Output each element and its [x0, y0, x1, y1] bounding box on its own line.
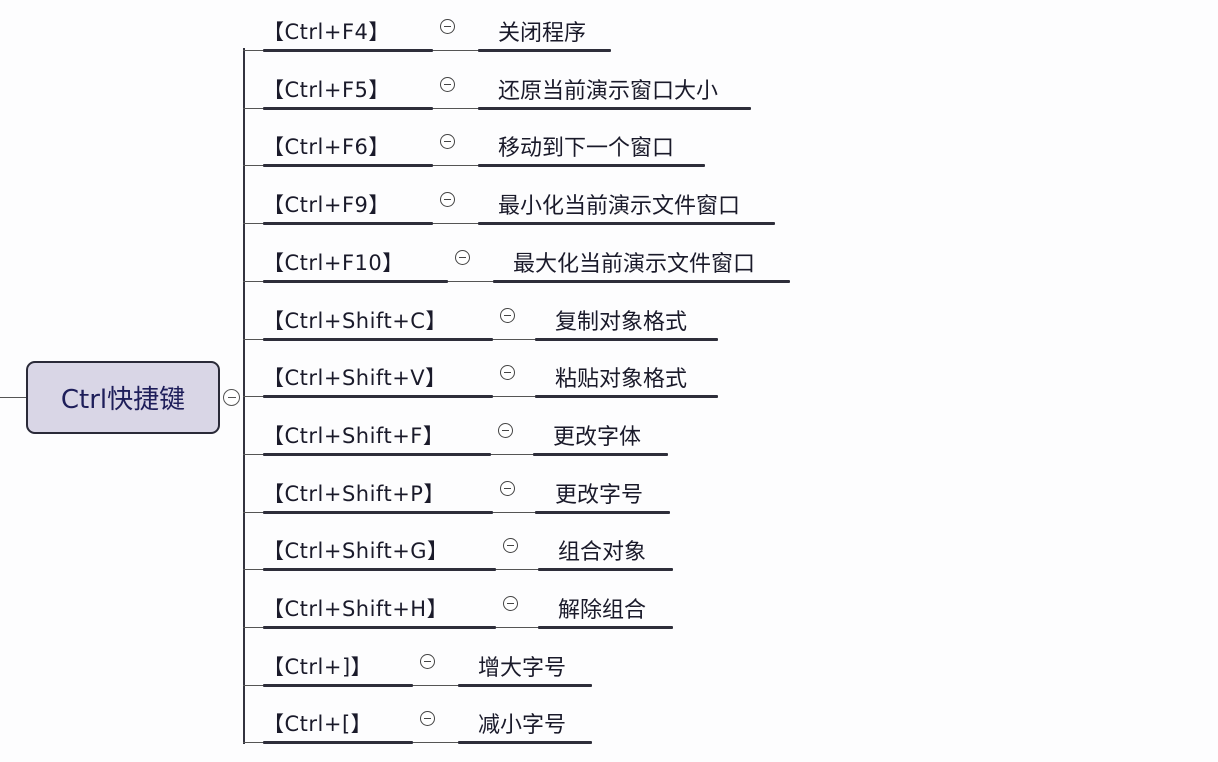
desc-underline — [535, 337, 718, 341]
branch-connector — [243, 338, 263, 340]
branch-connector — [243, 627, 263, 628]
root-collapse-icon[interactable] — [223, 389, 240, 406]
key-desc-connector — [493, 396, 547, 398]
key-desc-connector — [493, 338, 547, 340]
key-underline — [263, 279, 448, 283]
branch-connector — [243, 396, 263, 398]
key-desc-connector — [448, 280, 505, 282]
shortcut-key: 【Ctrl+Shift+P】 — [263, 481, 445, 506]
root-label: Ctrl快捷键 — [60, 385, 186, 415]
key-desc-connector — [493, 511, 547, 513]
shortcut-description: 更改字号 — [555, 482, 644, 508]
branch-connector — [243, 280, 263, 282]
shortcut-key: 【Ctrl+F5】 — [263, 77, 390, 102]
collapse-icon[interactable] — [500, 480, 515, 496]
shortcut-key: 【Ctrl+F9】 — [263, 193, 390, 218]
shortcut-description: 最大化当前演示文件窗口 — [513, 251, 756, 277]
shortcut-key: 【Ctrl+Shift+G】 — [263, 539, 449, 564]
shortcut-description: 关闭程序 — [498, 21, 587, 46]
key-desc-connector — [413, 684, 470, 686]
key-desc-connector — [433, 107, 490, 109]
shortcut-description: 粘贴对象格式 — [555, 367, 688, 393]
key-desc-connector — [413, 742, 470, 744]
desc-underline — [493, 279, 790, 283]
shortcut-description: 更改字体 — [553, 424, 642, 450]
key-underline — [263, 395, 493, 399]
key-desc-connector — [433, 50, 490, 51]
shortcut-key: 【Ctrl+Shift+C】 — [263, 308, 447, 333]
shortcut-key: 【Ctrl+]】 — [263, 654, 373, 679]
shortcut-key: 【Ctrl+F4】 — [263, 20, 390, 44]
desc-underline — [458, 741, 592, 745]
shortcut-description: 最小化当前演示文件窗口 — [498, 194, 741, 220]
desc-underline — [458, 683, 592, 687]
desc-underline — [535, 510, 670, 514]
key-desc-connector — [433, 165, 490, 167]
desc-underline — [535, 395, 718, 399]
key-underline — [263, 510, 493, 514]
shortcut-key: 【Ctrl+Shift+H】 — [263, 597, 449, 621]
desc-underline — [478, 222, 775, 226]
key-underline — [263, 106, 433, 110]
collapse-icon[interactable] — [440, 19, 455, 34]
key-underline — [263, 626, 496, 629]
collapse-icon[interactable] — [440, 134, 455, 150]
key-desc-connector — [496, 627, 550, 628]
branch-connector — [243, 165, 263, 167]
key-underline — [263, 222, 433, 226]
shortcut-key: 【Ctrl+F6】 — [263, 135, 390, 160]
key-underline — [263, 337, 493, 341]
shortcut-description: 减小字号 — [478, 713, 567, 739]
collapse-icon[interactable] — [440, 76, 455, 92]
branch-connector — [243, 50, 263, 51]
collapse-icon[interactable] — [455, 249, 470, 265]
branch-connector — [243, 453, 263, 455]
shortcut-key: 【Ctrl+Shift+V】 — [263, 366, 447, 391]
key-underline — [263, 49, 433, 52]
desc-underline — [538, 626, 673, 629]
key-underline — [263, 683, 413, 687]
shortcut-description: 解除组合 — [558, 598, 647, 623]
key-desc-connector — [496, 569, 550, 571]
shortcut-description: 增大字号 — [478, 655, 567, 681]
collapse-icon[interactable] — [503, 538, 518, 554]
shortcut-key: 【Ctrl+Shift+F】 — [263, 423, 445, 448]
key-underline — [263, 164, 433, 168]
collapse-icon[interactable] — [420, 653, 435, 669]
shortcut-key: 【Ctrl+F10】 — [263, 250, 404, 275]
collapse-icon[interactable] — [500, 365, 515, 381]
collapse-icon[interactable] — [498, 422, 513, 438]
shortcut-key: 【Ctrl+[】 — [263, 712, 373, 737]
desc-underline — [533, 452, 668, 456]
shortcut-description: 还原当前演示窗口大小 — [498, 78, 719, 104]
desc-underline — [478, 49, 611, 52]
shortcut-description: 组合对象 — [558, 540, 647, 566]
shortcut-description: 移动到下一个窗口 — [498, 136, 675, 162]
key-underline — [263, 741, 413, 745]
collapse-icon[interactable] — [440, 192, 455, 208]
branch-spine — [243, 48, 245, 744]
shortcut-description: 复制对象格式 — [555, 309, 688, 335]
key-desc-connector — [491, 453, 545, 455]
key-underline — [263, 452, 491, 456]
branch-connector — [243, 569, 263, 571]
collapse-icon[interactable] — [503, 596, 518, 611]
root-node[interactable]: Ctrl快捷键 — [26, 361, 220, 434]
key-underline — [263, 568, 496, 572]
branch-connector — [243, 107, 263, 109]
collapse-icon[interactable] — [500, 307, 515, 323]
key-desc-connector — [433, 223, 490, 225]
desc-underline — [478, 164, 705, 168]
branch-connector — [243, 684, 263, 686]
root-incoming-line — [0, 397, 26, 398]
desc-underline — [538, 568, 673, 572]
branch-connector — [243, 223, 263, 225]
collapse-icon[interactable] — [420, 711, 435, 727]
branch-connector — [243, 511, 263, 513]
desc-underline — [478, 106, 751, 110]
branch-connector — [243, 742, 263, 744]
